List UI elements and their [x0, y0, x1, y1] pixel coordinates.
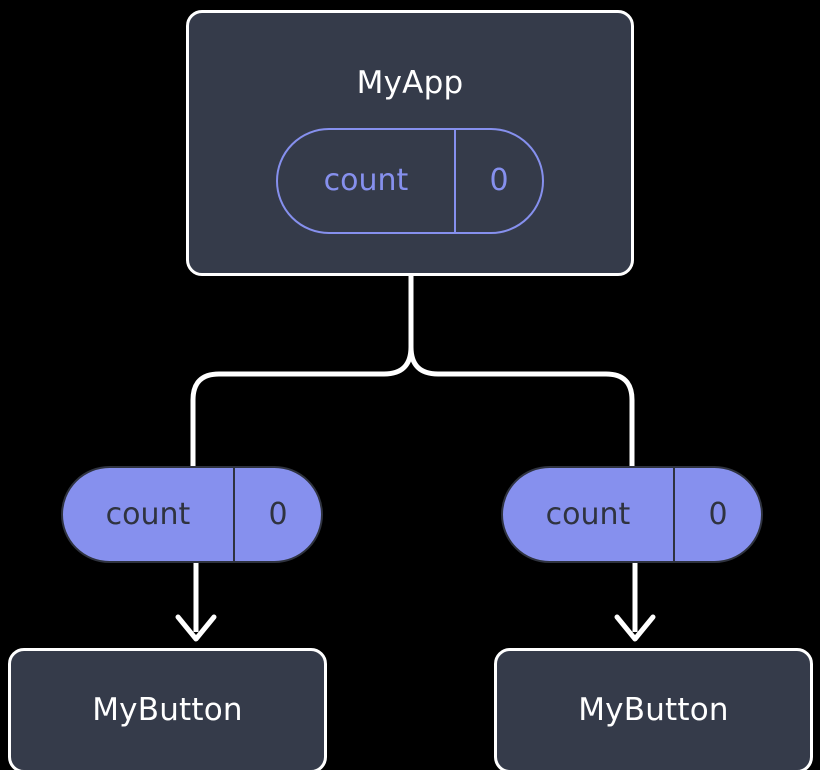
component-label-mybutton-right: MyButton — [578, 692, 729, 728]
arrow-left — [175, 562, 217, 642]
state-pill-root[interactable]: count 0 — [276, 128, 544, 234]
state-pill-branch-left-value: 0 — [233, 468, 321, 561]
state-pill-branch-right-value: 0 — [673, 468, 761, 561]
component-label-myapp: MyApp — [356, 65, 464, 101]
state-pill-root-key: count — [323, 163, 409, 198]
component-label-mybutton-left: MyButton — [92, 692, 243, 728]
state-pill-branch-left-key: count — [105, 496, 191, 532]
connector-trunk-split-right — [408, 273, 635, 523]
state-pill-branch-right-key: count — [545, 496, 631, 532]
state-pill-branch-right[interactable]: count 0 — [501, 466, 763, 563]
state-pill-root-value: 0 — [454, 130, 542, 232]
state-pill-branch-left[interactable]: count 0 — [61, 466, 323, 563]
component-node-mybutton-right[interactable]: MyButton — [494, 648, 813, 770]
connector-trunk-split — [190, 273, 414, 523]
arrow-right — [614, 562, 656, 642]
component-node-mybutton-left[interactable]: MyButton — [8, 648, 327, 770]
